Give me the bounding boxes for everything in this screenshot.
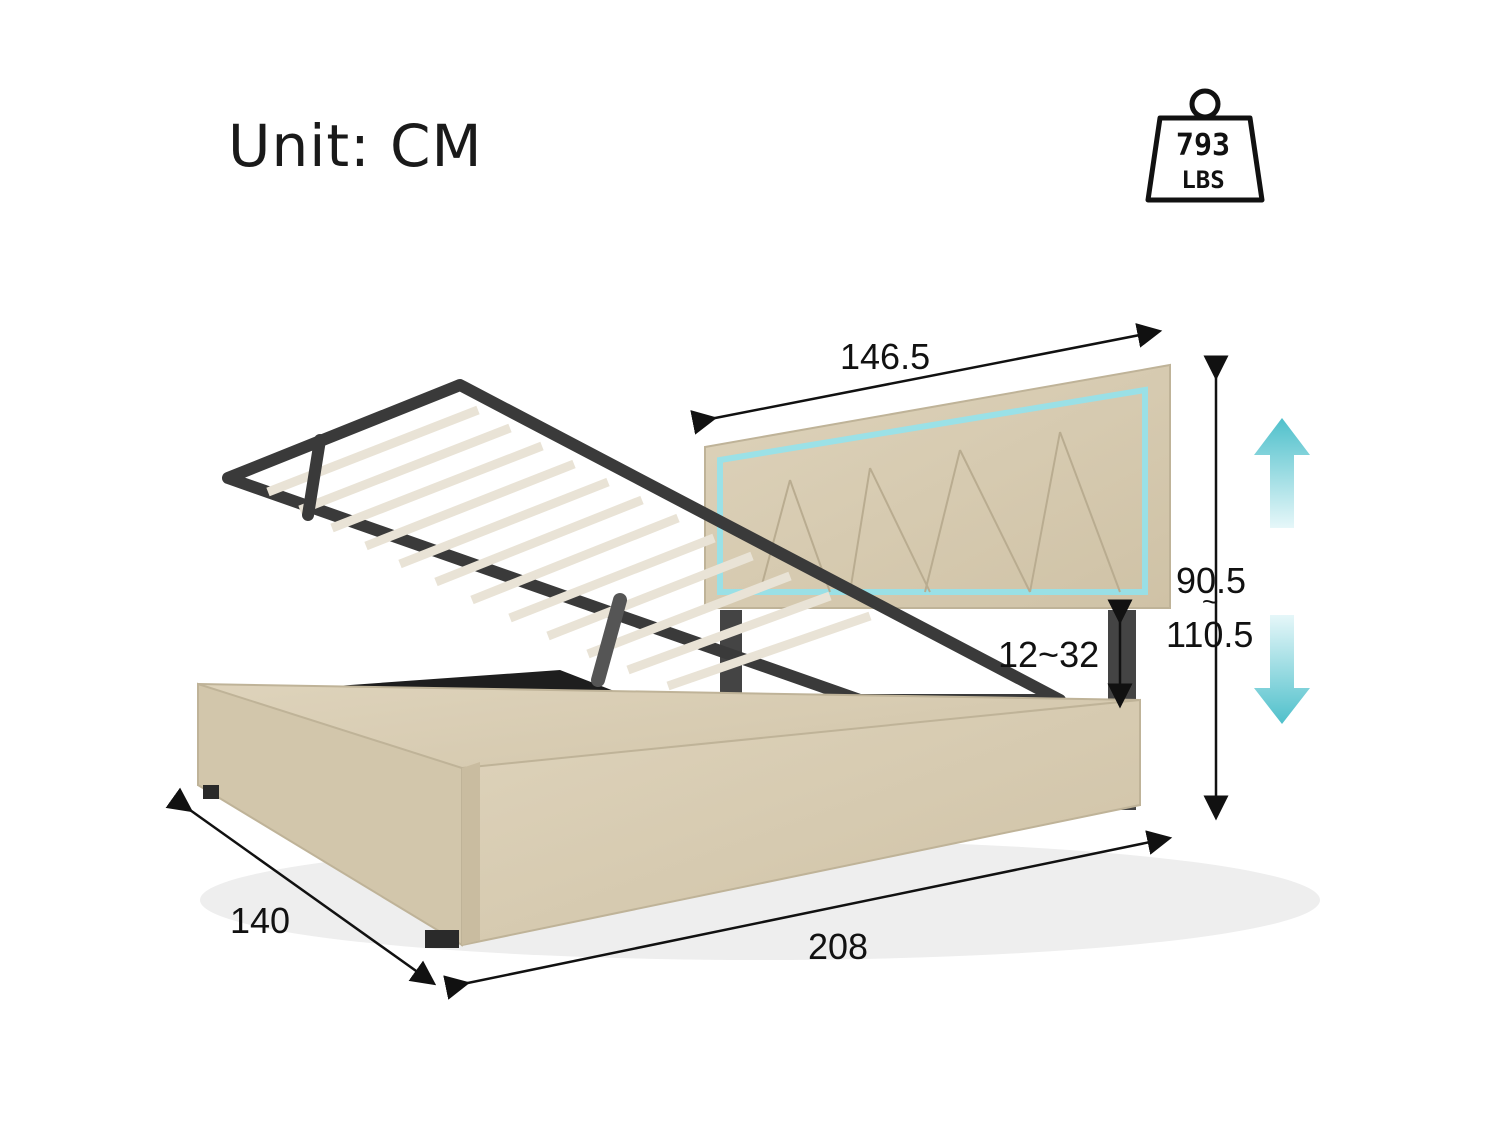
width-line [165, 787, 437, 986]
weight-unit: LBS [1181, 166, 1225, 194]
height-bottom-label: 110.5 [1166, 614, 1254, 655]
weight-icon [1145, 88, 1265, 203]
weight-value: 793 [1175, 128, 1231, 163]
adjust-down-arrow-icon [1254, 615, 1310, 724]
length-label: 208 [808, 926, 869, 967]
height-top-label: 90.5 [1176, 560, 1247, 601]
clearance-label: 12~32 [998, 634, 1100, 675]
headboard-width-line [690, 323, 1163, 435]
adjust-up-arrow-icon [1254, 418, 1310, 528]
unit-label: Unit: CM [228, 112, 483, 180]
headboard [704, 363, 1171, 609]
height-separator: ~ [1202, 586, 1219, 617]
headboard-width-label: 146.5 [840, 336, 931, 377]
slat-platform [222, 379, 1066, 706]
width-label: 140 [230, 900, 291, 941]
length-line [443, 830, 1173, 1000]
